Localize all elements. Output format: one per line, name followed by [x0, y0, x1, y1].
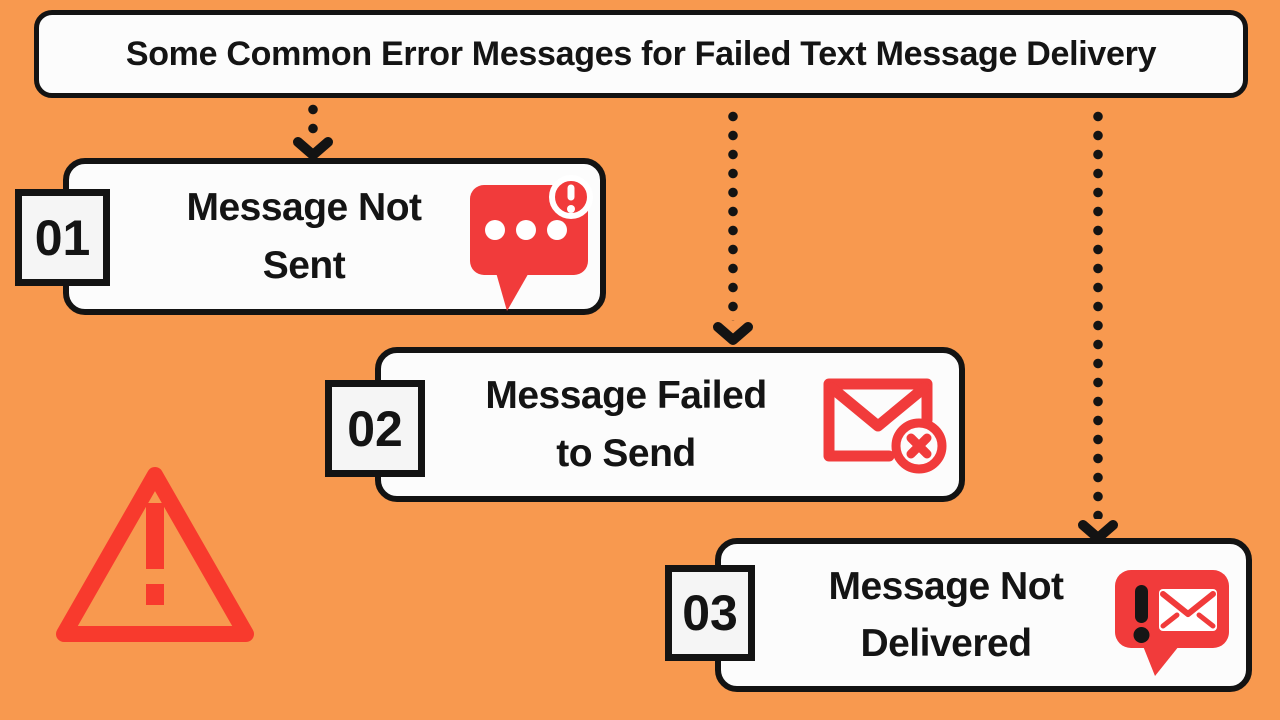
card-number-badge: 01	[15, 189, 110, 286]
card-title: Message Not Sent	[124, 164, 484, 309]
dotted-line	[728, 107, 738, 321]
warning-triangle-icon	[56, 467, 254, 642]
dotted-arrow-to-card-2	[712, 107, 754, 347]
chevron-down-icon	[713, 322, 753, 345]
card-message-not-delivered: 03 Message Not Delivered	[665, 538, 1252, 692]
message-envelope-alert-icon	[1115, 570, 1229, 676]
dotted-arrow-to-card-3	[1077, 107, 1119, 545]
title-banner: Some Common Error Messages for Failed Te…	[34, 10, 1248, 98]
card-title: Message Not Delivered	[776, 544, 1116, 686]
card-title-line: Delivered	[860, 622, 1032, 665]
dotted-arrow-to-card-1	[292, 100, 334, 162]
card-title-line: Sent	[262, 243, 346, 287]
chevron-down-icon	[293, 137, 333, 160]
card-title-line: Message Not	[828, 564, 1064, 608]
card-number: 02	[347, 400, 403, 457]
card-number: 01	[34, 209, 91, 266]
page-title: Some Common Error Messages for Failed Te…	[125, 34, 1157, 73]
chat-bubble-alert-icon	[470, 175, 593, 311]
card-title-line: Message Not	[186, 186, 422, 230]
dotted-line	[308, 100, 318, 136]
envelope-error-icon	[823, 378, 947, 474]
card-number-badge: 02	[325, 380, 425, 477]
dotted-line	[1093, 107, 1103, 519]
card-message-not-sent: 01 Message Not Sent	[15, 158, 606, 315]
card-title-line: Message Failed	[485, 374, 767, 418]
card-number-badge: 03	[665, 565, 755, 661]
card-number: 03	[682, 585, 738, 641]
card-title-line: to Send	[556, 431, 696, 475]
card-message-failed-to-send: 02 Message Failed to Send	[325, 347, 965, 502]
card-title: Message Failed to Send	[446, 353, 806, 496]
